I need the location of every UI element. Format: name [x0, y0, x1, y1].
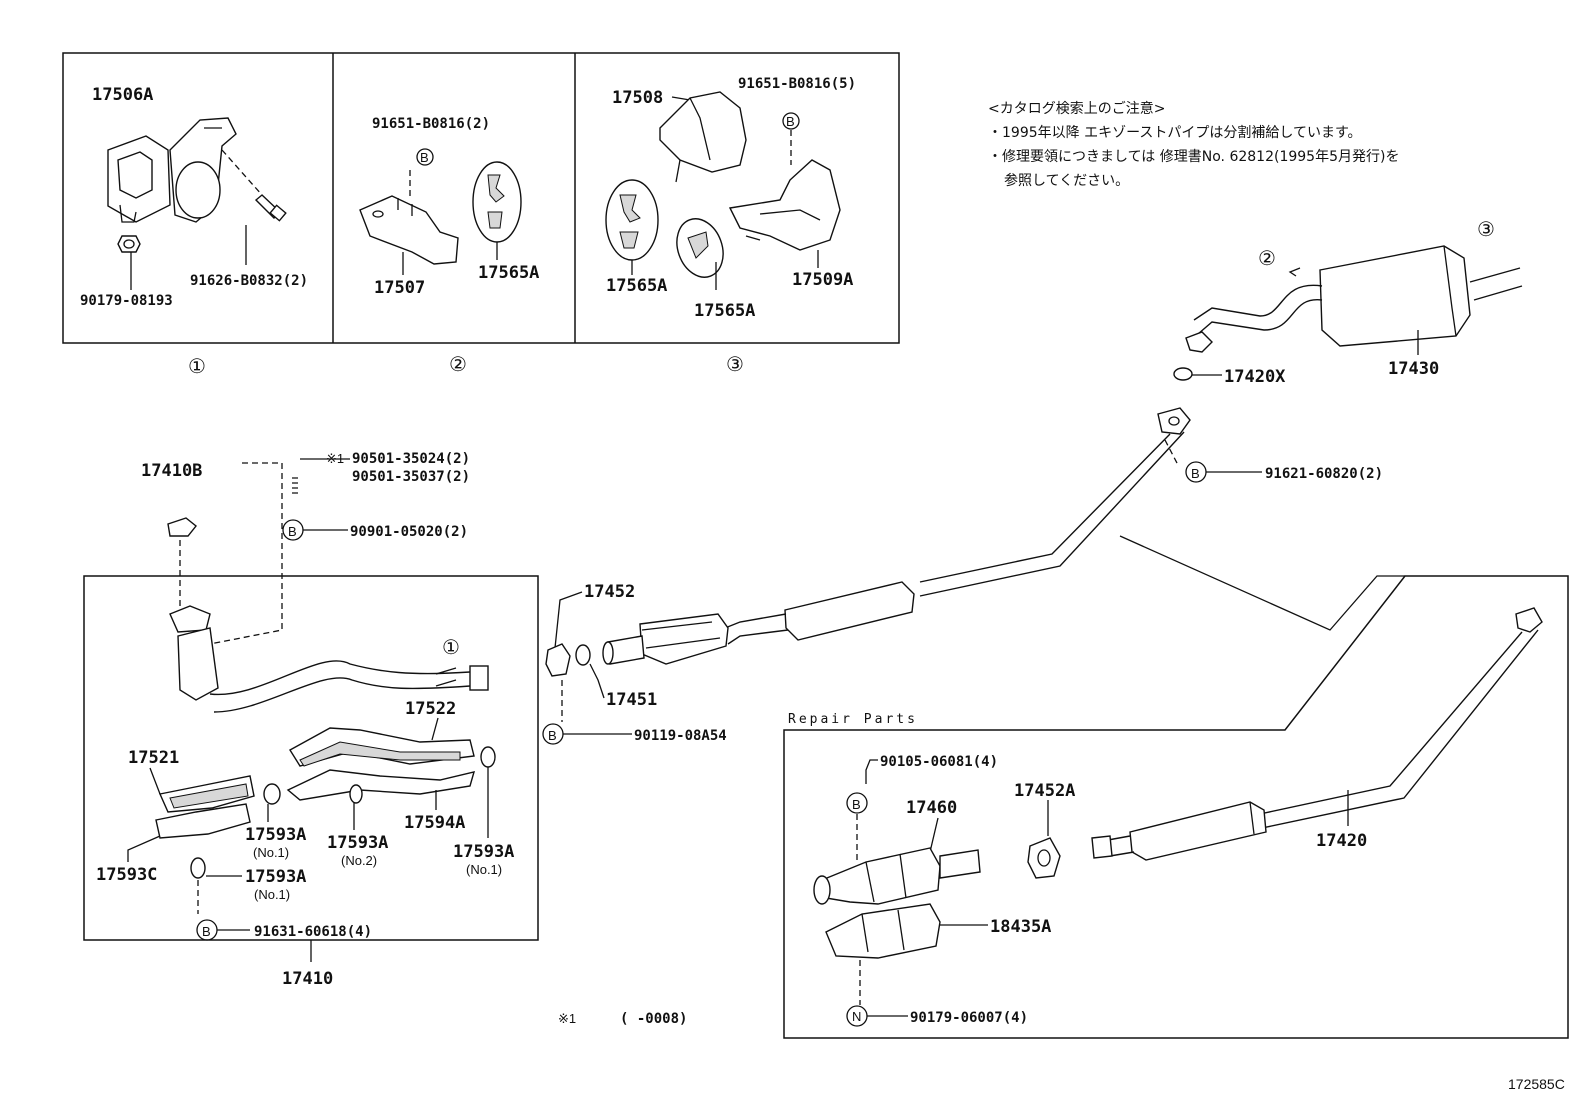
- panel-3-number: ③: [726, 352, 744, 376]
- label-91626-B0832: 91626-B0832(2): [190, 273, 308, 289]
- label-17594A: 17594A: [404, 813, 465, 833]
- panel-1: 17506A 91626-B0832(2) 90179-08193: [80, 85, 308, 309]
- bolt-91626: [254, 194, 287, 222]
- diagram-code: 172585C: [1508, 1076, 1565, 1092]
- mark-b-p3: [782, 112, 800, 130]
- mark-b-90901-text: B: [288, 524, 297, 539]
- mark-n-90179-text: N: [852, 1009, 861, 1024]
- label-91631-60618: 91631-60618(4): [254, 924, 372, 940]
- tail-pipe-assembly-17430: ② ③ 17430 17420X: [1173, 217, 1523, 387]
- label-91651-B0816-2: 91651-B0816(2): [372, 116, 490, 132]
- hanger-bracket-17509A: [728, 159, 841, 251]
- mark-b-91631-text: B: [202, 924, 211, 939]
- footnote-text: ( -0008): [620, 1011, 687, 1027]
- label-90179-08193: 90179-08193: [80, 293, 173, 309]
- label-17410B: 17410B: [141, 461, 202, 481]
- label-17420: 17420: [1316, 831, 1367, 851]
- mark-b-p2: [416, 148, 434, 166]
- label-17521: 17521: [128, 748, 179, 768]
- center-exhaust-pipe: B 91621-60820(2): [602, 407, 1405, 665]
- label-17508: 17508: [612, 88, 663, 108]
- label-17565A-p3a: 17565A: [606, 276, 667, 296]
- label-91621-60820: 91621-60820(2): [1265, 466, 1383, 482]
- mark-b-p3-text: B: [786, 114, 795, 129]
- label-17452A: 17452A: [1014, 781, 1075, 801]
- label-17593A-d: 17593A: [245, 867, 306, 887]
- rubber-hanger-17565A-p2: [472, 161, 522, 243]
- notes-line-2: ・修理要領につきましては 修理書No. 62812(1995年5月発行)を: [988, 148, 1399, 165]
- heat-insulator-17521: [155, 775, 255, 839]
- label-17509A: 17509A: [792, 270, 853, 290]
- label-17593A-c: 17593A: [453, 842, 514, 862]
- catalog-notes: <カタログ検索上のご注意> ・1995年以降 エキゾーストパイプは分割補給してい…: [988, 100, 1399, 189]
- label-17593C: 17593C: [96, 865, 157, 885]
- nut-90179: [117, 235, 141, 253]
- label-17522: 17522: [405, 699, 456, 719]
- mark-b-90105: [846, 792, 868, 814]
- notes-line-1: ・1995年以降 エキゾーストパイプは分割補給しています。: [988, 124, 1362, 141]
- label-17460: 17460: [906, 798, 957, 818]
- footnote-mark: ※1: [558, 1011, 576, 1026]
- label-17593A-c-sub: (No.1): [466, 862, 502, 877]
- repair-parts: Repair Parts 90105-06081(4) B 17460 1745…: [783, 575, 1569, 1039]
- top-panels: 17506A 91626-B0832(2) 90179-08193: [62, 52, 900, 378]
- hanger-bracket-17508: [659, 91, 747, 183]
- label-17507: 17507: [374, 278, 425, 298]
- catalytic-converter-17460: [813, 847, 981, 905]
- heat-insulator-17522: [286, 727, 476, 801]
- label-17420X: 17420X: [1224, 367, 1286, 387]
- mark-b-90105-text: B: [852, 797, 861, 812]
- rubber-hanger-17565A-p3b: [676, 218, 724, 278]
- label-17565A-p3b: 17565A: [694, 301, 755, 321]
- label-18435A: 18435A: [990, 917, 1051, 937]
- label-17593A-a: 17593A: [245, 825, 306, 845]
- panel-2: 91651-B0816(2) B 17507 17565A: [359, 116, 539, 298]
- rubber-hanger-17565A-p3a: [605, 179, 659, 261]
- label-90501-35024: 90501-35024(2): [352, 451, 470, 467]
- notes-line-3: 参照してください。: [1004, 172, 1129, 189]
- mark-b-91621-text: B: [1191, 466, 1200, 481]
- label-17410: 17410: [282, 969, 333, 989]
- label-90179-06007: 90179-06007(4): [910, 1010, 1028, 1026]
- circle-2: ②: [1258, 246, 1276, 270]
- repair-parts-header: Repair Parts: [788, 712, 918, 727]
- label-17430: 17430: [1388, 359, 1439, 379]
- exhaust-hanger-bracket-17506A: [107, 117, 237, 223]
- label-91651-B0816-5: 91651-B0816(5): [738, 76, 856, 92]
- label-90105-06081: 90105-06081(4): [880, 754, 998, 770]
- label-17593A-b: 17593A: [327, 833, 388, 853]
- mark-b-90119-text: B: [548, 728, 557, 743]
- circle-1: ①: [442, 635, 460, 659]
- label-17565A-p2: 17565A: [478, 263, 539, 283]
- label-17593A-a-sub: (No.1): [253, 845, 289, 860]
- panel-1-number: ①: [188, 354, 206, 378]
- label-17452: 17452: [584, 582, 635, 602]
- panel-3: 17508 91651-B0816(5) B 17565A: [605, 76, 856, 321]
- label-17506A: 17506A: [92, 85, 153, 105]
- label-90501-35037: 90501-35037(2): [352, 469, 470, 485]
- circle-3: ③: [1477, 217, 1495, 241]
- label-17451: 17451: [606, 690, 657, 710]
- heat-insulator-18435A: [825, 903, 941, 959]
- panel-2-number: ②: [449, 352, 467, 376]
- front-pipe-area: 17410B ※1 90501-35024(2) 90501-35037(2) …: [83, 451, 539, 989]
- notes-header: <カタログ検索上のご注意>: [988, 100, 1165, 117]
- top-panels-frame: [62, 52, 900, 344]
- gasket-17452A: [1027, 837, 1061, 879]
- label-90901-05020: 90901-05020(2): [350, 524, 468, 540]
- mark-b-p2-text: B: [420, 150, 429, 165]
- label-17593A-b-sub: (No.2): [341, 853, 377, 868]
- gasket-clamp-17452: 17452 17451 B 90119-08A54: [542, 582, 727, 745]
- label-90119-08A54: 90119-08A54: [634, 728, 727, 744]
- repair-parts-frame: [783, 575, 1569, 1039]
- hanger-bracket-17507: [359, 195, 459, 265]
- label-17593A-d-sub: (No.1): [254, 887, 290, 902]
- exhaust-pipe-17420: [1091, 607, 1543, 861]
